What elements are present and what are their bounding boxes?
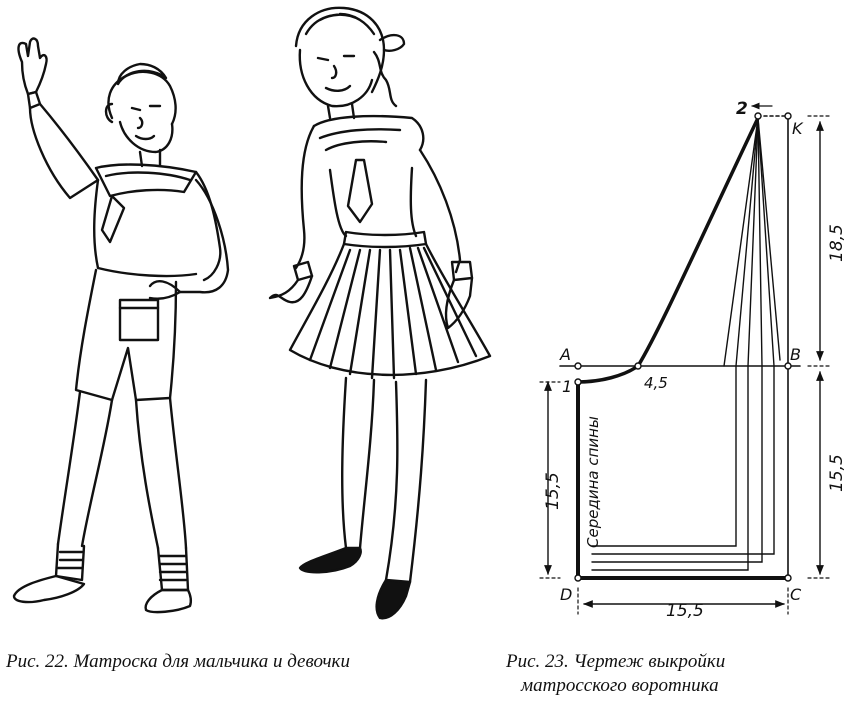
label-point-1: 1: [562, 377, 572, 396]
label-point-C: C: [790, 585, 802, 604]
point-D-marker: [574, 574, 582, 582]
label-dim-neck: 4,5: [644, 374, 668, 392]
figure-23-drawing: 2 K A 1 B D C 4,5 15,5 18,5 15,5 15,5 Се…: [539, 99, 847, 621]
label-point-2: 2: [736, 99, 748, 119]
figure-23-caption-line1: Рис. 23. Чертеж выкройки: [506, 651, 726, 672]
label-point-D: D: [560, 585, 572, 604]
collar-neck-curve: [576, 364, 640, 384]
boy-figure: [12, 37, 230, 614]
figure-22-caption: Рис. 22. Матроска для мальчика и девочки: [6, 651, 350, 672]
point-B-marker: [784, 362, 792, 370]
figure-23-caption-line2: матросского воротника: [521, 675, 719, 696]
label-point-K: K: [792, 119, 804, 138]
point-A-marker: [574, 362, 582, 370]
point-1-marker: [574, 378, 582, 386]
point-C-marker: [784, 574, 792, 582]
point-neck-marker: [634, 362, 642, 370]
figure-22-illustration: [12, 6, 492, 620]
label-point-B: B: [790, 345, 801, 364]
label-dim-left: 15,5: [543, 472, 563, 510]
label-dim-right-bottom: 15,5: [827, 454, 847, 492]
point-2-marker: [754, 112, 762, 120]
point-K-marker: [784, 112, 792, 120]
label-dim-right-top: 18,5: [827, 224, 847, 262]
girl-figure: [268, 6, 492, 620]
label-dim-bottom: 15,5: [666, 601, 704, 621]
label-point-A: A: [559, 345, 571, 364]
collar-shoulder-line: [636, 116, 760, 368]
label-center-back: Середина спины: [584, 416, 602, 548]
